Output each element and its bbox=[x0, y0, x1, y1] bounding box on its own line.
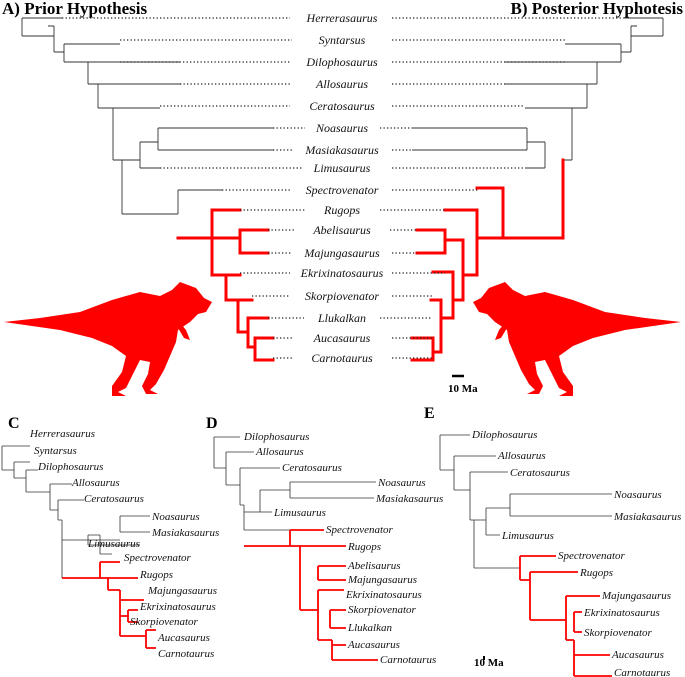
scale-bar-bottom: 10 Ma bbox=[474, 656, 504, 669]
taxon-label: Carnotaurus bbox=[380, 654, 436, 666]
taxon-label: Dilophosaurus bbox=[305, 55, 378, 69]
taxon-label: Allosaurus bbox=[315, 77, 368, 91]
taxon-label: Abelisaurus bbox=[347, 560, 401, 572]
taxon-labels-ab: Herrerasaurus Syntarsus Dilophosaurus Al… bbox=[300, 11, 384, 365]
taxon-label: Herrerasaurus bbox=[306, 11, 378, 25]
taxon-label: Aucasaurus bbox=[157, 632, 210, 644]
taxon-label: Ekrixinatosaurus bbox=[345, 589, 422, 601]
taxon-label: Limusaurus bbox=[313, 161, 371, 175]
taxon-label: Dilophosaurus bbox=[471, 429, 537, 441]
taxon-label: Noasaurus bbox=[315, 121, 368, 135]
scale-bar-bottom-label: 10 Ma bbox=[474, 657, 504, 669]
taxon-label: Syntarsus bbox=[34, 445, 77, 457]
taxon-label: Rugops bbox=[347, 541, 381, 553]
taxon-label: Carnotaurus bbox=[158, 648, 214, 660]
taxon-label: Llukalkan bbox=[317, 311, 366, 325]
taxon-label: Skorpiovenator bbox=[305, 289, 379, 303]
taxon-label: Noasaurus bbox=[377, 477, 426, 489]
taxon-label: Ekrixinatosaurus bbox=[583, 607, 660, 619]
tree-b-branches bbox=[412, 17, 664, 169]
panel-label-d: D bbox=[206, 415, 218, 432]
taxon-label: Majungasaurus bbox=[147, 585, 217, 597]
taxon-label: Herrerasaurus bbox=[29, 428, 95, 440]
taxon-label: Masiakasaurus bbox=[613, 511, 681, 523]
carnotaurus-silhouette-right bbox=[473, 282, 681, 396]
taxon-label: Ekrixinatosaurus bbox=[139, 601, 216, 613]
taxon-label: Limusaurus bbox=[501, 530, 554, 542]
taxon-label: Llukalkan bbox=[347, 622, 392, 634]
taxon-label: Carnotaurus bbox=[614, 667, 670, 677]
taxon-label: Spectrovenator bbox=[558, 550, 626, 562]
taxon-label: Limusaurus bbox=[87, 538, 140, 550]
scale-bar-top: 10 Ma bbox=[448, 374, 478, 395]
scale-bar-top-label: 10 Ma bbox=[448, 383, 478, 395]
taxon-label: Masiakasaurus bbox=[375, 493, 443, 505]
tree-c: C Herrerasaurus Syntarsus Dilophosaurus … bbox=[1, 415, 219, 660]
taxon-label: Ceratosaurus bbox=[510, 467, 570, 479]
taxon-label: Allosaurus bbox=[497, 450, 546, 462]
taxon-label: Majungasaurus bbox=[601, 590, 671, 602]
taxon-label: Noasaurus bbox=[613, 489, 662, 501]
taxon-label: Ceratosaurus bbox=[84, 493, 144, 505]
taxon-label: Rugops bbox=[323, 203, 360, 217]
taxon-label: Rugops bbox=[139, 569, 173, 581]
heading-posterior-hypothesis: B) Posterior Hyphotesis bbox=[510, 0, 683, 18]
taxon-label: Ceratosaurus bbox=[282, 462, 342, 474]
taxon-label: Limusaurus bbox=[273, 507, 326, 519]
taxon-label: Spectrovenator bbox=[124, 552, 192, 564]
taxon-label: Skorpiovenator bbox=[130, 616, 199, 628]
taxon-label: Carnotaurus bbox=[311, 351, 373, 365]
tree-d: D Dilophosaurus Allosaurus Ceratosaurus … bbox=[206, 415, 443, 666]
taxon-label: Aucasaurus bbox=[313, 331, 371, 345]
taxon-label: Allosaurus bbox=[255, 446, 304, 458]
tree-ab: Herrerasaurus Syntarsus Dilophosaurus Al… bbox=[21, 11, 664, 365]
taxon-label: Aucasaurus bbox=[347, 639, 400, 651]
taxon-label: Spectrovenator bbox=[326, 524, 394, 536]
taxon-label: Noasaurus bbox=[151, 511, 200, 523]
taxon-label: Dilophosaurus bbox=[243, 431, 309, 443]
taxon-label: Majungasaurus bbox=[303, 246, 380, 260]
taxon-label: Masiakasaurus bbox=[304, 143, 379, 157]
taxon-label: Ekrixinatosaurus bbox=[300, 266, 384, 280]
taxon-label: Abelisaurus bbox=[312, 223, 371, 237]
taxon-label: Masiakasaurus bbox=[151, 527, 219, 539]
tree-b-highlight bbox=[410, 158, 565, 362]
leader-dots bbox=[62, 17, 622, 359]
taxon-label: Skorpiovenator bbox=[348, 604, 417, 616]
taxon-label: Rugops bbox=[579, 567, 613, 579]
carnotaurus-silhouette-left bbox=[4, 282, 212, 396]
taxon-label: Spectrovenator bbox=[306, 183, 379, 197]
taxon-label: Majungasaurus bbox=[347, 574, 417, 586]
tree-a-highlight bbox=[176, 208, 275, 362]
taxon-label: Syntarsus bbox=[319, 33, 366, 47]
panel-label-c: C bbox=[8, 415, 20, 432]
panel-label-e: E bbox=[424, 405, 435, 422]
taxon-label: Allosaurus bbox=[71, 477, 120, 489]
taxon-label: Aucasaurus bbox=[611, 649, 664, 661]
taxon-label: Dilophosaurus bbox=[37, 461, 103, 473]
tree-e: E Dilophosaurus Allosaurus Ceratosaurus … bbox=[424, 405, 681, 677]
heading-prior-hypothesis: A) Prior Hypothesis bbox=[2, 0, 148, 18]
tree-a-branches bbox=[21, 17, 273, 215]
taxon-label: Ceratosaurus bbox=[309, 99, 375, 113]
taxon-label: Skorpiovenator bbox=[584, 627, 653, 639]
